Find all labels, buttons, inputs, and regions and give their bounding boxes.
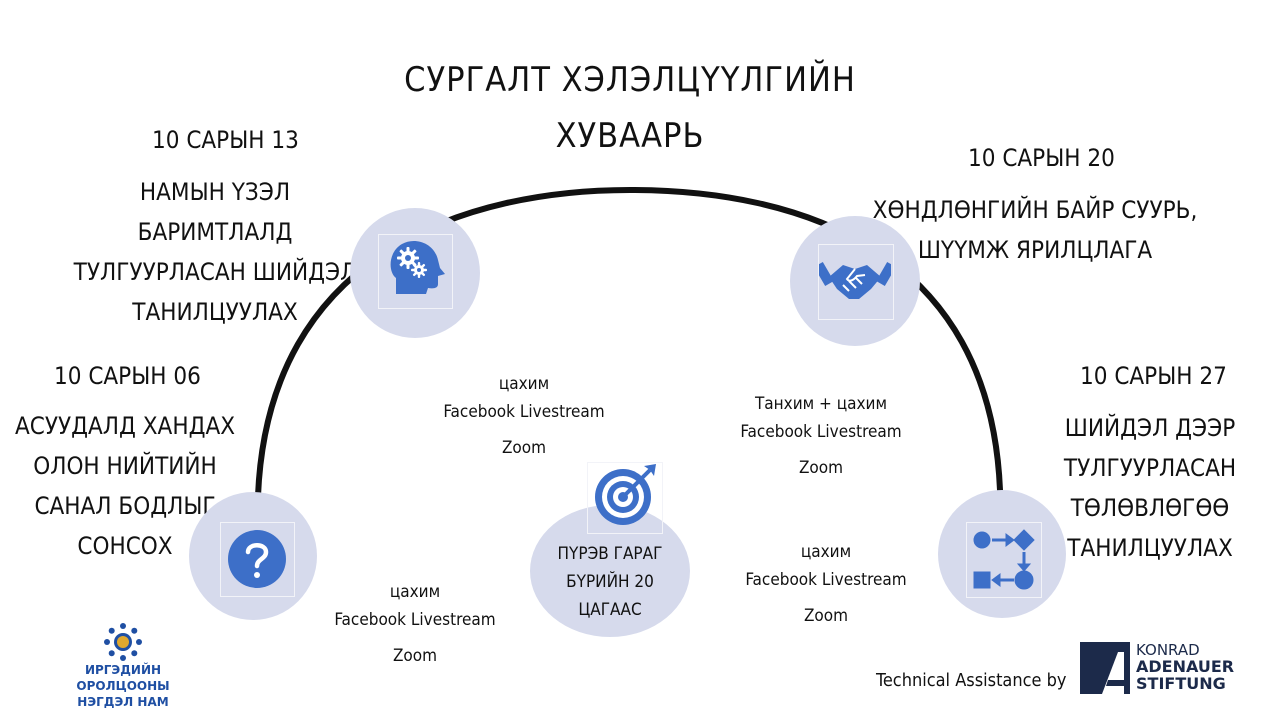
- process-flow-icon: [973, 529, 1035, 590]
- head-gears-icon: [390, 240, 445, 294]
- mode-type: цахим: [800, 542, 852, 562]
- kas-mark-icon: [1080, 642, 1130, 694]
- party-logo: ИРГЭДИЙН ОРОЛЦООНЫ НЭГДЭЛ НАМ: [48, 622, 198, 710]
- mode-platform: Facebook Livestream: [740, 422, 902, 442]
- kas-line-2: ADENAUER: [1136, 657, 1235, 676]
- mode-platform: Facebook Livestream: [443, 402, 605, 422]
- stage-4-date: 10 САРЫН 27: [1080, 362, 1227, 390]
- target-icon: [595, 464, 656, 525]
- party-logo-line-1: ИРГЭДИЙН ОРОЛЦООНЫ: [76, 663, 170, 693]
- mode-platform: Zoom: [501, 438, 547, 458]
- stage-3-date: 10 САРЫН 20: [968, 144, 1115, 172]
- kas-line-3: STIFTUNG: [1136, 674, 1226, 693]
- mode-type: Танхим + цахим: [754, 394, 888, 414]
- title-line-2: ХУВААРЬ: [555, 116, 705, 156]
- mode-type: цахим: [389, 582, 441, 602]
- mode-type: цахим: [498, 374, 550, 394]
- center-line: ЦАГААС: [578, 600, 642, 620]
- stage-3-mode: Танхим + цахим Facebook Livestream Zoom: [735, 390, 907, 482]
- stage-4-line: ТУЛГУУРЛАСАН: [1063, 454, 1237, 482]
- stage-4-line: ТАНИЛЦУУЛАХ: [1067, 534, 1233, 562]
- party-emblem-icon: [104, 623, 142, 661]
- stage-4-line: ШИЙДЭЛ ДЭЭР: [1064, 414, 1236, 442]
- stage-4-circle: [938, 490, 1066, 618]
- stage-1-line: ОЛОН НИЙТИЙН: [33, 452, 217, 480]
- title-line-1: СУРГАЛТ ХЭЛЭЛЦҮҮЛГИЙН: [404, 60, 856, 100]
- stage-3-line: ХӨНДЛӨНГИЙН БАЙР СУУРЬ,: [872, 196, 1198, 224]
- kas-logo: KONRAD ADENAUER STIFTUNG: [1080, 642, 1240, 694]
- center-line: ПҮРЭВ ГАРАГ: [557, 544, 663, 564]
- stage-1-description: АСУУДАЛД ХАНДАХ ОЛОН НИЙТИЙН САНАЛ БОДЛЫ…: [0, 406, 250, 566]
- stage-1-line: АСУУДАЛД ХАНДАХ: [14, 412, 235, 440]
- mode-platform: Zoom: [392, 646, 438, 666]
- stage-2-date: 10 САРЫН 13: [152, 126, 299, 154]
- mode-platform: Zoom: [798, 458, 844, 478]
- center-text: ПҮРЭВ ГАРАГ БҮРИЙН 20 ЦАГААС: [550, 540, 670, 624]
- center-line: БҮРИЙН 20: [566, 572, 654, 592]
- kas-line-1: KONRAD: [1136, 641, 1200, 659]
- stage-4-icon-frame: [966, 522, 1042, 598]
- stage-2-icon-frame: [378, 234, 453, 309]
- stage-4-description: ШИЙДЭЛ ДЭЭР ТУЛГУУРЛАСАН ТӨЛӨВЛӨГӨӨ ТАНИ…: [1040, 408, 1260, 568]
- stage-3-description: ХӨНДЛӨНГИЙН БАЙР СУУРЬ, ШҮҮМЖ ЯРИЛЦЛАГА: [870, 190, 1200, 270]
- mode-platform: Facebook Livestream: [334, 610, 496, 630]
- mode-platform: Zoom: [803, 606, 849, 626]
- stage-1-line: СОНСОХ: [77, 532, 173, 560]
- stage-1-line: САНАЛ БОДЛЫГ: [34, 492, 216, 520]
- stage-4-line: ТӨЛӨВЛӨГӨӨ: [1070, 494, 1230, 522]
- center-icon-frame: [587, 462, 663, 534]
- mode-platform: Facebook Livestream: [745, 570, 907, 590]
- stage-2-line: ТАНИЛЦУУЛАХ: [132, 298, 298, 326]
- stage-3-icon-frame: [818, 244, 894, 320]
- stage-3-line: ШҮҮМЖ ЯРИЛЦЛАГА: [917, 236, 1153, 264]
- stage-4-mode: цахим Facebook Livestream Zoom: [740, 538, 912, 630]
- stage-2-line: ТУЛГУУРЛАСАН ШИЙДЭЛ: [73, 258, 357, 286]
- stage-2-description: НАМЫН ҮЗЭЛ БАРИМТЛАЛД ТУЛГУУРЛАСАН ШИЙДЭ…: [60, 172, 370, 332]
- technical-assistance-label: Technical Assistance by: [876, 670, 1067, 691]
- center-ellipse: [530, 505, 690, 637]
- stage-1-date: 10 САРЫН 06: [54, 362, 201, 390]
- stage-2-mode: цахим Facebook Livestream Zoom: [438, 370, 610, 462]
- handshake-icon: [819, 261, 891, 299]
- page-title: СУРГАЛТ ХЭЛЭЛЦҮҮЛГИЙН ХУВААРЬ: [380, 52, 880, 164]
- stage-1-icon-frame: [220, 522, 295, 597]
- question-icon: [228, 530, 286, 588]
- stage-1-mode: цахим Facebook Livestream Zoom: [330, 578, 500, 670]
- party-logo-line-2: НЭГДЭЛ НАМ: [77, 695, 169, 709]
- stage-2-line: НАМЫН ҮЗЭЛ БАРИМТЛАЛД: [137, 178, 293, 246]
